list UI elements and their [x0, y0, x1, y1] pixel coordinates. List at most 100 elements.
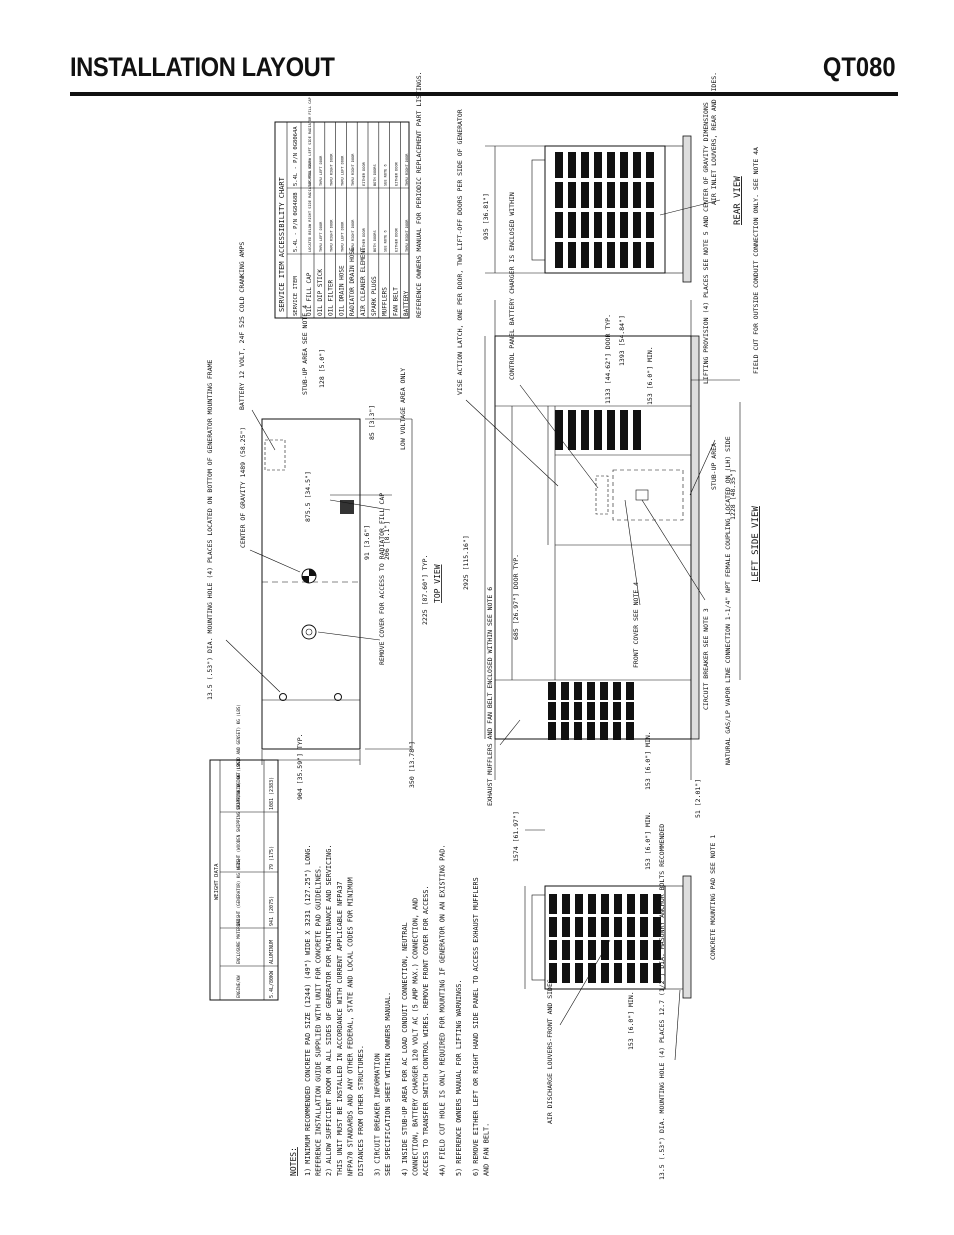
louver-slat: [607, 212, 615, 238]
control-panel-outline: [595, 475, 609, 515]
left-view-enclosure: [494, 335, 692, 740]
service-cell: BOTH DOORS: [373, 164, 377, 186]
louver-slat: [574, 682, 582, 700]
battery-outline: [264, 439, 286, 471]
dim-91: 91 [3.6"]: [363, 525, 371, 560]
page-title: INSTALLATION LAYOUT: [70, 52, 335, 82]
louver-slat: [653, 940, 661, 960]
louver-slat: [581, 212, 589, 238]
header-rule: [70, 92, 898, 96]
concrete-pad: [690, 335, 700, 740]
louver-slat: [620, 212, 628, 238]
louver-slat: [653, 917, 661, 937]
label-gas-line: NATURAL GAS/LP VAPOR LINE CONNECTION 1-1…: [724, 436, 732, 765]
louver-slat: [562, 940, 570, 960]
louver-slat: [600, 682, 608, 700]
dim-206: 206 [8.1"]: [383, 521, 391, 560]
note-line: ACCESS TO TRANSFER SWITCH CONTROL WIRES.…: [422, 885, 430, 1176]
louver-slat: [633, 182, 641, 208]
top-view: 904 [35.59"] TYP. 350 [13.78"] 2225 [87.…: [206, 242, 442, 800]
louver-slat: [568, 212, 576, 238]
louver-slat: [562, 963, 570, 983]
louver-slat: [620, 410, 628, 450]
louver-slat: [627, 963, 635, 983]
dim-685: 685 [26.97"] DOOR TYP.: [512, 554, 520, 640]
note-line: SEE SPECIFICATION SHEET WITHIN OWNERS MA…: [384, 992, 392, 1176]
louver-slat: [548, 682, 556, 700]
louver-slat: [588, 940, 596, 960]
louver-slat: [653, 894, 661, 914]
service-cell: THRU LEFT DOOR: [319, 155, 323, 186]
louver-slat: [646, 182, 654, 208]
louver-slat: [614, 917, 622, 937]
note-line: AND FAN BELT.: [482, 1123, 490, 1176]
notes-lines: 1) MINIMUM RECOMMENDED CONCRETE PAD SIZE…: [304, 845, 490, 1176]
louver-slat: [614, 894, 622, 914]
service-header-cell: SERVICE ITEM: [293, 276, 299, 316]
louver-slat: [548, 702, 556, 720]
note-line: DISTANCES FROM OTHER STRUCTURES.: [357, 1045, 365, 1176]
dim-51: 51 [2.01"]: [694, 779, 702, 818]
louver-slat: [574, 702, 582, 720]
louver-slat: [575, 894, 583, 914]
label-vise-latch: VISE ACTION LATCH, ONE PER DOOR, TWO LIF…: [456, 109, 464, 395]
front-pad: [682, 875, 692, 999]
louver-slat: [633, 152, 641, 178]
front-view: 1574 [61.97"] 153 [6.0"] MIN. 153 [6.0"]…: [512, 811, 717, 1180]
louver-slat: [587, 702, 595, 720]
rear-view-title: REAR VIEW: [733, 176, 743, 225]
louver-slat: [588, 917, 596, 937]
dim-875: 875.5 [34.5"]: [304, 471, 312, 522]
label-battery: BATTERY 12 VOLT, 24F 525 COLD CRANKING A…: [238, 242, 246, 410]
louver-slat: [640, 917, 648, 937]
dim-935: 935 [36.81"]: [482, 193, 490, 240]
service-cell: EITHER DOOR: [394, 227, 398, 252]
air-discharge-louvers: [549, 894, 661, 983]
left-view-title: LEFT SIDE VIEW: [751, 506, 761, 582]
louver-slat: [568, 410, 576, 450]
louver-slat: [594, 182, 602, 208]
label-remove-cover: REMOVE COVER FOR ACCESS TO RADIATOR FILL…: [378, 493, 386, 665]
louver-slat: [614, 940, 622, 960]
stub-up-outline: [612, 469, 684, 521]
louver-slat: [555, 212, 563, 238]
louver-slat: [640, 894, 648, 914]
louver-slat: [568, 182, 576, 208]
note-line: 2) ALLOW SUFFICIENT ROOM ON ALL SIDES OF…: [325, 845, 333, 1176]
louver-slat: [594, 212, 602, 238]
dim-153-c: 153 [6.0"] MIN.: [644, 811, 652, 870]
service-header-cell: 5.4L - P/N 0G8468B: [293, 192, 299, 252]
dim-85: 85 [3.3"]: [368, 405, 376, 440]
weight-header-cell: SHIPPING WEIGHT (SKID AND GENSET) KG (LB…: [236, 704, 241, 810]
service-cell: THRU LEFT DOOR: [319, 221, 323, 252]
louver-slat: [646, 212, 654, 238]
service-cell: EITHER DOOR: [362, 227, 366, 252]
louver-slat: [574, 722, 582, 740]
dim-1393: 1393 [54.84"]: [618, 315, 626, 366]
louver-slat: [549, 963, 557, 983]
service-table-footnote: REFERENCE OWNERS MANUAL FOR PERIODIC REP…: [415, 71, 423, 318]
dim-2925: 2925 [115.16"]: [462, 535, 470, 590]
label-control-panel: CONTROL PANEL BATTERY CHARGER IS ENCLOSE…: [508, 192, 516, 380]
louver-slat: [562, 894, 570, 914]
exhaust-louvers: [548, 682, 634, 740]
louver-slat: [600, 702, 608, 720]
note-line: REFERENCE INSTALLATION GUIDE SUPPLIED WI…: [315, 865, 323, 1176]
label-stub-up: STUB-UP AREA SEE NOTE 4: [301, 305, 309, 395]
service-cell: THRU RIGHT DOOR: [405, 153, 409, 186]
louver-slat: [575, 940, 583, 960]
label-air-discharge: AIR DISCHARGE LOUVERS-FRONT AND SIDES: [546, 979, 554, 1124]
louver-slat: [653, 963, 661, 983]
louver-slat: [561, 722, 569, 740]
label-lifting: LIFTING PROVISION (4) PLACES SEE NOTE 5 …: [702, 102, 710, 384]
louver-slat: [561, 702, 569, 720]
louver-slat: [626, 682, 634, 700]
service-cell: THRU RIGHT DOOR: [405, 219, 409, 252]
service-cell: LOCATED BELOW RIGHT SIDE RADIATOR FILL C…: [308, 161, 312, 252]
louver-slat: [568, 242, 576, 268]
louver-slat: [587, 722, 595, 740]
service-cell: OIL FILTER: [328, 279, 335, 316]
louver-slat: [549, 894, 557, 914]
